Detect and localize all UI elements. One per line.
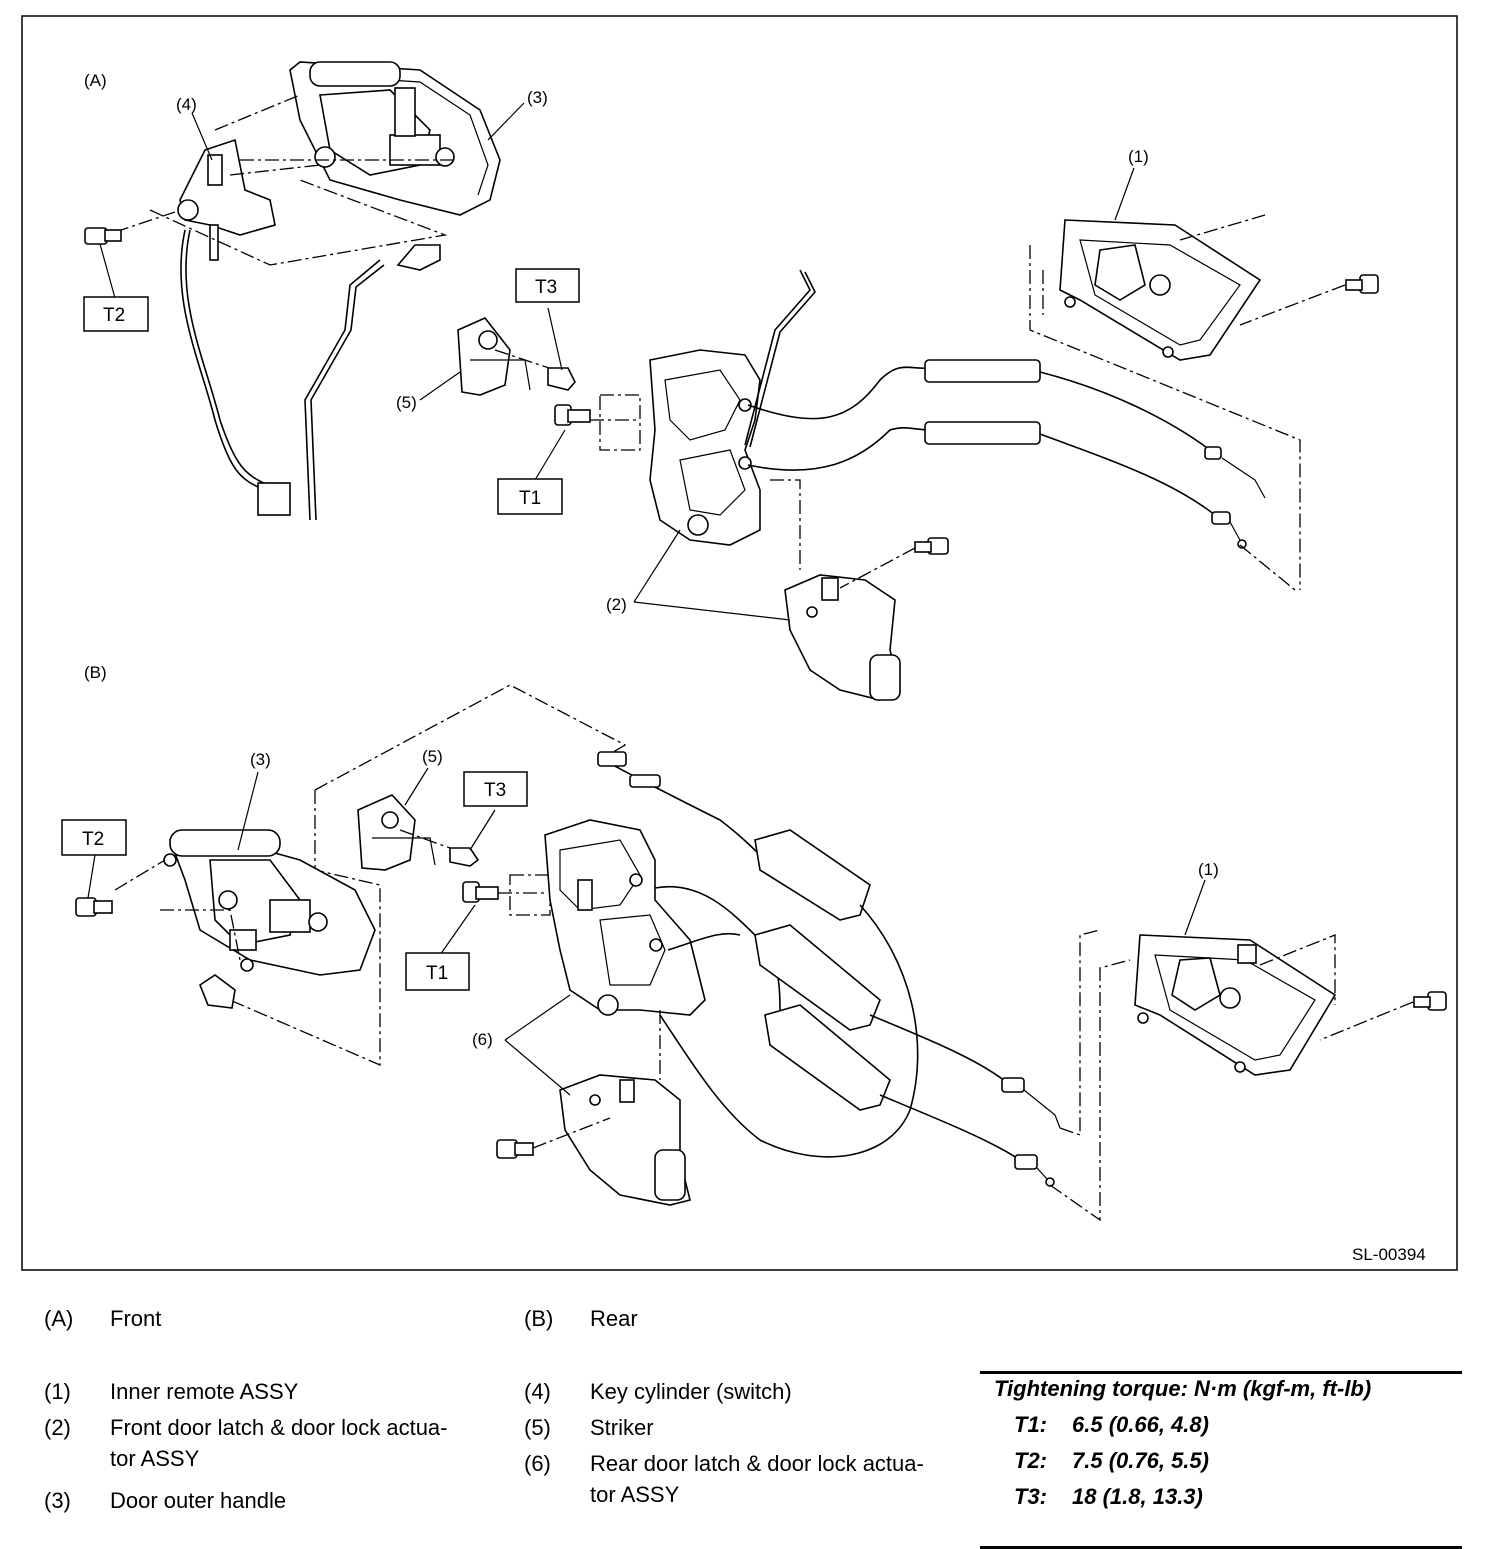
torque-row-t1: T1: 6.5 (0.66, 4.8) xyxy=(1014,1412,1209,1438)
legend-text: Key cylinder (switch) xyxy=(590,1379,792,1404)
callout-b3: (3) xyxy=(250,750,271,769)
torque-box-a-t3 xyxy=(515,268,580,303)
torque-box-b-t3 xyxy=(463,771,528,807)
callout-a2: (2) xyxy=(606,595,627,614)
legend-code: (3) xyxy=(44,1488,71,1513)
legend-code: (A) xyxy=(44,1306,74,1331)
section-label-b: (B) xyxy=(84,663,107,682)
torque-row-t2: T2: 7.5 (0.76, 5.5) xyxy=(1014,1448,1209,1474)
torque-rule-top xyxy=(980,1371,1462,1374)
torque-row-t3: T3: 18 (1.8, 13.3) xyxy=(1014,1484,1203,1510)
rear-striker xyxy=(357,794,436,871)
svg-text:T1: T1 xyxy=(426,963,448,984)
rear-actuator-bolt xyxy=(496,1139,534,1159)
callout-a3: (3) xyxy=(527,88,548,107)
svg-text:T3: T3 xyxy=(535,277,557,298)
torque-value: 18 (1.8, 13.3) xyxy=(1072,1484,1203,1509)
front-door-outer-handle xyxy=(289,61,501,216)
callout-a4: (4) xyxy=(176,95,197,114)
legend-text: Front door latch & door lock actua- tor … xyxy=(110,1415,448,1471)
legend-code: (2) xyxy=(44,1415,71,1440)
front-door-lock-actuator xyxy=(784,574,901,701)
legend-text: Front xyxy=(110,1306,162,1331)
legend-code: (B) xyxy=(524,1306,554,1331)
rear-latch-bolt xyxy=(462,881,499,903)
front-latch-bolt xyxy=(554,404,591,426)
torque-value: 6.5 (0.66, 4.8) xyxy=(1072,1412,1209,1437)
svg-text:T2: T2 xyxy=(103,305,125,326)
torque-box-b-t2 xyxy=(61,819,127,856)
rear-striker-bolt xyxy=(449,847,480,867)
front-striker-bolt xyxy=(547,367,576,391)
legend-text: Inner remote ASSY xyxy=(110,1379,299,1404)
legend-text: Rear xyxy=(590,1306,638,1331)
callout-b5: (5) xyxy=(422,747,443,766)
torque-box-a-t1 xyxy=(497,478,563,515)
front-switch-connector xyxy=(257,482,291,516)
svg-text:T1: T1 xyxy=(519,488,541,509)
torque-key: T3: xyxy=(1014,1484,1047,1509)
rear-inner-remote-assy xyxy=(1134,934,1337,1076)
torque-title: Tightening torque: N·m (kgf-m, ft-lb) xyxy=(994,1376,1372,1401)
front-key-cylinder xyxy=(177,138,276,261)
legend-text: Rear door latch & door lock actua- tor A… xyxy=(590,1451,924,1507)
legend-text: Door outer handle xyxy=(110,1488,287,1513)
front-door-latch-assy xyxy=(649,349,761,546)
front-striker xyxy=(457,317,531,396)
rear-door-lock-actuator xyxy=(559,1074,691,1206)
legend-text: Striker xyxy=(590,1415,654,1440)
callout-a1: (1) xyxy=(1128,147,1149,166)
rear-handle-bolt xyxy=(75,897,113,917)
legend-code: (1) xyxy=(44,1379,71,1404)
svg-text:T2: T2 xyxy=(82,829,104,850)
front-inner-remote-assy xyxy=(1059,219,1262,361)
rear-remote-screw xyxy=(1413,991,1447,1011)
diagram-frame xyxy=(21,15,1458,1271)
torque-box-b-t1 xyxy=(405,952,470,991)
section-label-a: (A) xyxy=(84,71,107,90)
legend-code: (6) xyxy=(524,1451,551,1476)
front-handle-bolt xyxy=(84,227,122,245)
callout-b1: (1) xyxy=(1198,860,1219,879)
front-remote-screw xyxy=(1345,274,1379,294)
exploded-view-diagram: (A) (3) (4) T2 xyxy=(21,15,1458,1271)
legend-code: (5) xyxy=(524,1415,551,1440)
svg-text:T3: T3 xyxy=(484,780,506,801)
callout-a5: (5) xyxy=(396,393,417,412)
figure-id: SL-00394 xyxy=(1352,1245,1426,1264)
front-actuator-bolt xyxy=(914,537,949,555)
rear-door-outer-handle xyxy=(168,829,376,976)
callout-b6: (6) xyxy=(472,1030,493,1049)
torque-key: T2: xyxy=(1014,1448,1047,1473)
torque-key: T1: xyxy=(1014,1412,1047,1437)
torque-box-a-t2 xyxy=(83,296,149,332)
rear-door-latch-assy xyxy=(544,819,706,1016)
legend-code: (4) xyxy=(524,1379,551,1404)
torque-value: 7.5 (0.76, 5.5) xyxy=(1072,1448,1209,1473)
